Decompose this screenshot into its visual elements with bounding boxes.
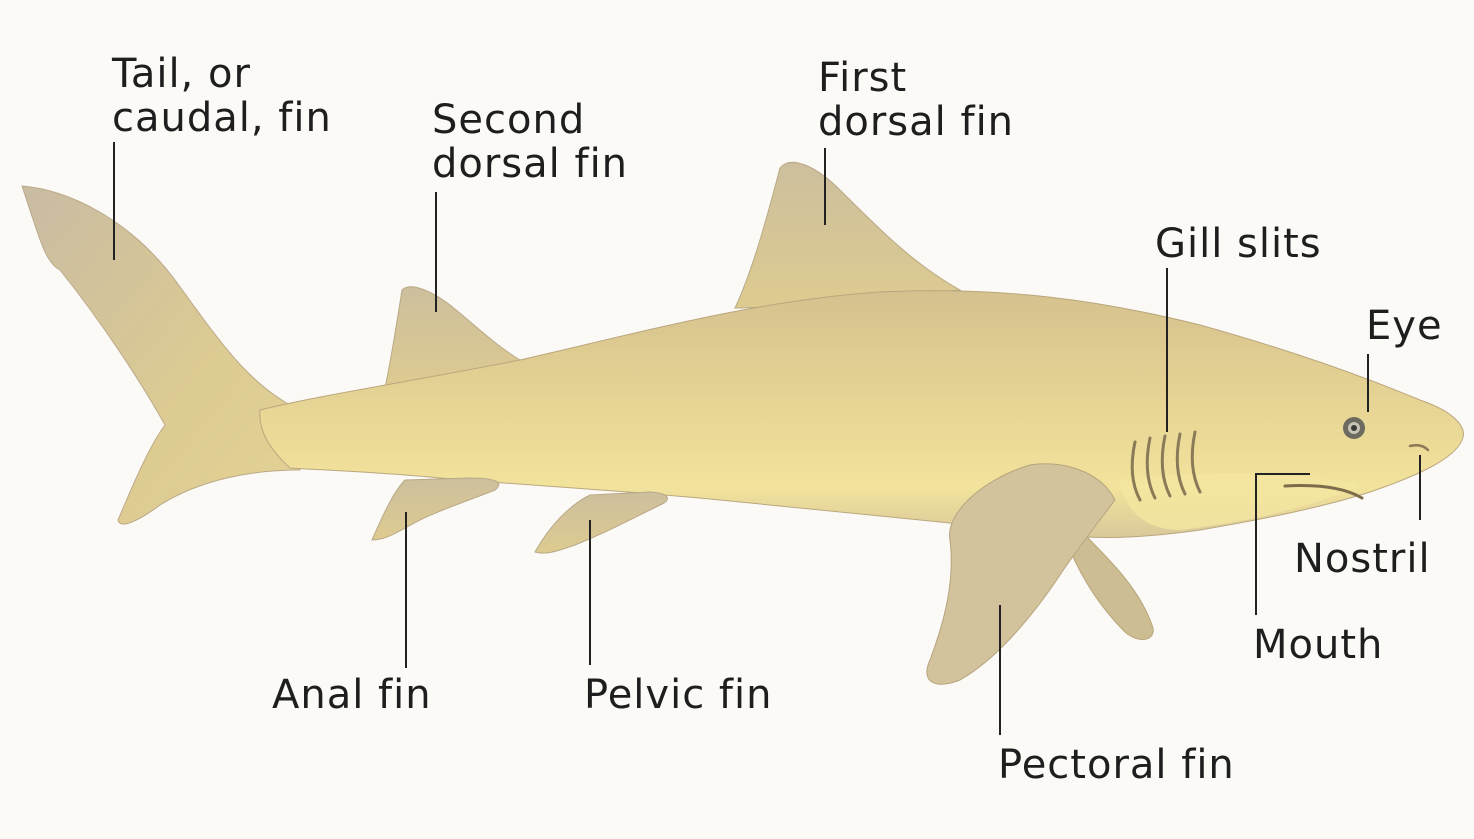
caudal-fin — [22, 186, 300, 524]
label-second-dorsal-line-2: dorsal fin — [432, 142, 628, 186]
label-nostril: Nostril — [1294, 537, 1431, 581]
pelvic-fin — [535, 492, 667, 553]
far-pectoral-fin — [1070, 535, 1153, 639]
anal-fin — [372, 478, 499, 540]
first-dorsal-fin — [735, 162, 960, 308]
label-first-dorsal-fin: First dorsal fin — [818, 56, 1014, 144]
label-second-dorsal-fin: Second dorsal fin — [432, 98, 628, 186]
label-gill-slits: Gill slits — [1155, 222, 1322, 266]
label-pectoral-fin: Pectoral fin — [998, 743, 1235, 787]
label-tail-line-2: caudal, fin — [112, 96, 332, 140]
label-first-dorsal-line-2: dorsal fin — [818, 100, 1014, 144]
label-mouth: Mouth — [1253, 623, 1383, 667]
eye-mark — [1343, 417, 1365, 439]
label-pelvic-fin: Pelvic fin — [584, 673, 772, 717]
label-eye: Eye — [1366, 304, 1443, 348]
label-anal-fin: Anal fin — [272, 673, 432, 717]
label-tail-fin: Tail, or caudal, fin — [112, 52, 332, 140]
label-tail-line-1: Tail, or — [112, 52, 332, 96]
label-first-dorsal-line-1: First — [818, 56, 1014, 100]
label-second-dorsal-line-1: Second — [432, 98, 628, 142]
